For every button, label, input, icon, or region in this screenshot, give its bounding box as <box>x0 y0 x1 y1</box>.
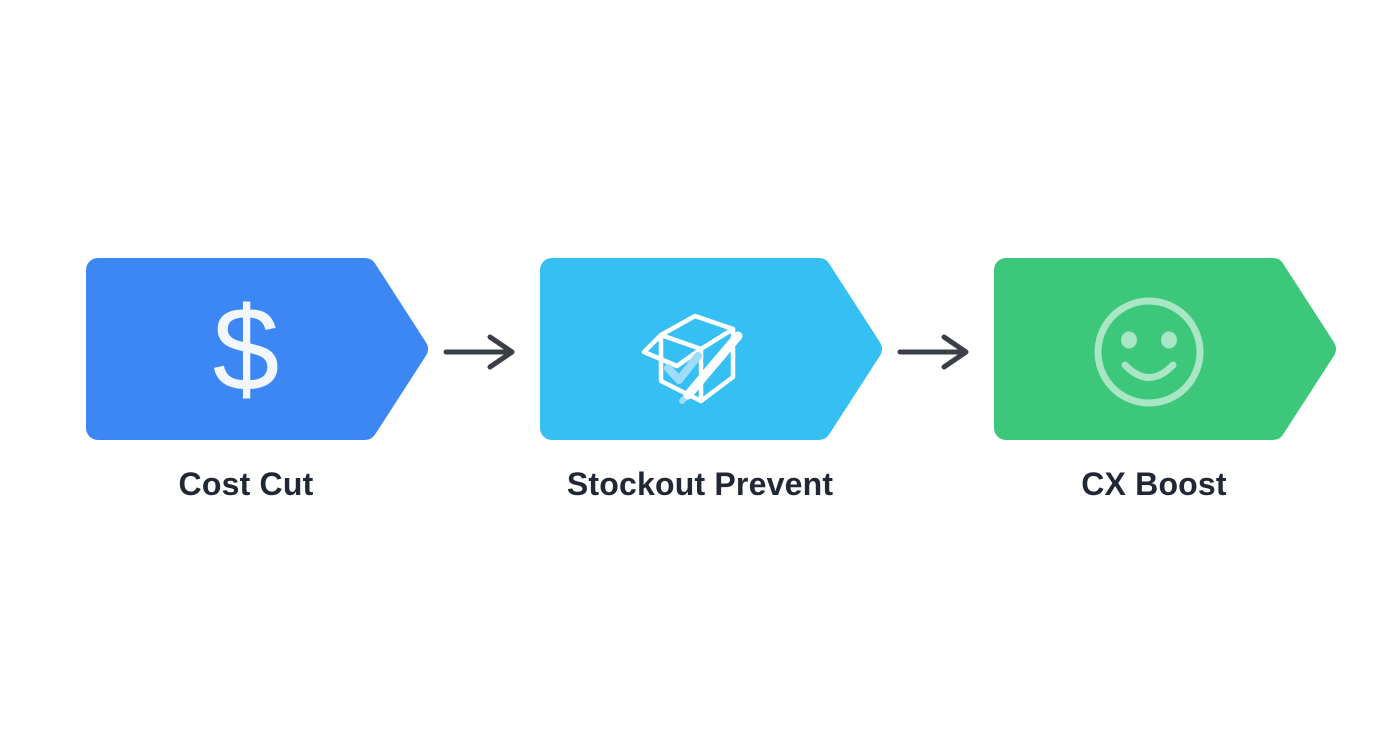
smiley-eyes <box>1121 331 1177 349</box>
chevron-shape <box>540 258 882 440</box>
step-label: Stockout Prevent <box>566 466 834 502</box>
flow-step-cx-boost: CX Boost <box>994 258 1336 503</box>
step-label: Cost Cut <box>178 466 314 502</box>
chevron-shape-path <box>994 258 1336 440</box>
arrow-right-icon <box>897 334 969 370</box>
smiley-strokes <box>1094 297 1204 407</box>
pen-icon <box>683 331 743 400</box>
arrow-right-stroke <box>897 334 969 370</box>
arrow-right-icon <box>443 334 515 370</box>
chevron-shape-path <box>540 258 882 440</box>
check-icon <box>664 352 702 384</box>
chevron-shape-path <box>86 258 428 440</box>
process-flow-diagram: $ Cost Cut Stockout Pr <box>86 258 1336 503</box>
smiley-icon <box>1094 297 1204 407</box>
chevron-shape <box>994 258 1336 440</box>
dollar-icon: $ <box>212 282 280 416</box>
package-check-icon <box>641 313 743 404</box>
flow-step-cost-cut: $ Cost Cut <box>86 258 428 503</box>
arrow-right-stroke <box>443 334 515 370</box>
flow-step-stockout-prevent: Stockout Prevent <box>540 258 882 503</box>
chevron-shape <box>86 258 428 440</box>
step-label: CX Boost <box>1081 466 1227 502</box>
